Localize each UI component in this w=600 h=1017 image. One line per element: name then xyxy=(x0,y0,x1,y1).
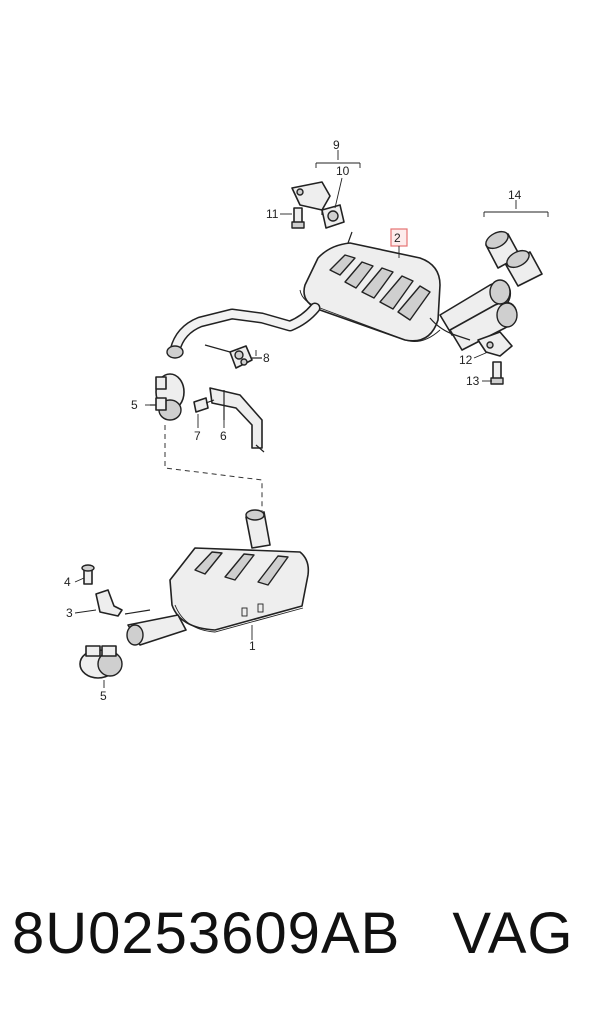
callout-6: 6 xyxy=(220,429,227,443)
bolt-part-11 xyxy=(291,207,305,229)
part-number-footer: 8U0253609AB VAG xyxy=(12,900,592,967)
callout-11: 11 xyxy=(266,207,279,221)
callout-8: 8 xyxy=(263,351,270,365)
callout-9: 9 xyxy=(333,138,340,152)
bolt-part-7 xyxy=(193,397,215,413)
callout-13: 13 xyxy=(466,374,480,388)
callout-3: 3 xyxy=(66,606,73,620)
front-silencer-part-1 xyxy=(124,509,310,646)
hanger-bracket-part-9 xyxy=(291,181,331,215)
part-number: 8U0253609AB xyxy=(12,901,401,966)
bracket-part-6 xyxy=(209,387,265,453)
bracket-part-12 xyxy=(477,331,513,357)
callout-1: 1 xyxy=(249,639,256,653)
rear-silencer-part-2 xyxy=(299,231,518,351)
leader-lines xyxy=(74,150,549,688)
rubber-mount-part-8 xyxy=(204,344,262,369)
callout-14: 14 xyxy=(508,188,522,202)
clamp-upper-part-5 xyxy=(150,373,185,421)
clamp-lower-part-5 xyxy=(79,645,123,679)
tail-pipe-trims-part-14 xyxy=(485,230,543,287)
callout-5-upper: 5 xyxy=(131,398,138,412)
bracket-part-3 xyxy=(95,589,123,617)
exhaust-parts-diagram: 2 8 5 7 6 9 10 11 14 12 13 1 4 3 5 xyxy=(64,138,549,703)
connecting-pipe xyxy=(166,302,321,359)
callout-4: 4 xyxy=(64,575,71,589)
brand-label: VAG xyxy=(452,901,574,966)
callout-12: 12 xyxy=(459,353,473,367)
callout-5-lower: 5 xyxy=(100,689,107,703)
callout-2: 2 xyxy=(394,231,401,245)
rubber-mount-part-10 xyxy=(321,204,345,229)
callout-10: 10 xyxy=(336,164,350,178)
bolt-part-4 xyxy=(81,564,95,585)
callout-7: 7 xyxy=(194,429,201,443)
bolt-part-13 xyxy=(490,361,504,385)
connection-dashed-line xyxy=(164,425,263,520)
